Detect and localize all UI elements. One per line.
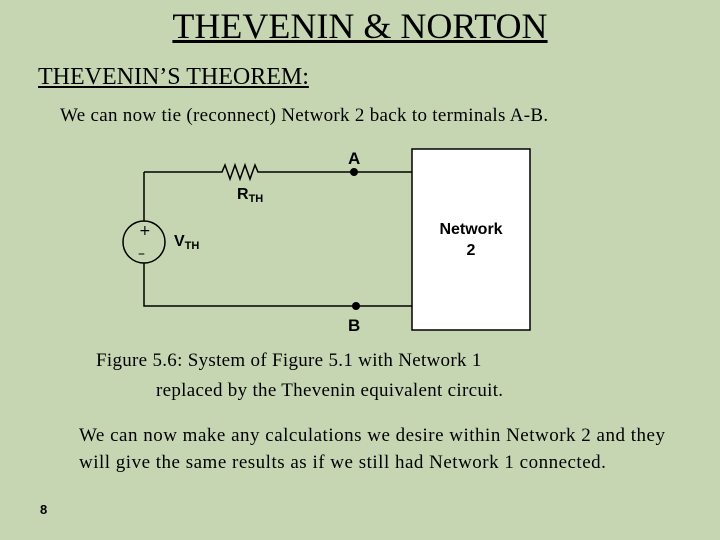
left-wire-lower bbox=[143, 263, 412, 307]
rth-sub: TH bbox=[249, 193, 264, 205]
slide-title: THEVENIN & NORTON bbox=[172, 6, 548, 46]
network-label-line2: 2 bbox=[467, 242, 476, 259]
terminal-a-dot bbox=[350, 168, 358, 176]
slide-subtitle: THEVENIN’S THEOREM: bbox=[38, 64, 309, 90]
page-number: 8 bbox=[40, 502, 48, 517]
network-2-box bbox=[411, 148, 531, 331]
figure-caption: Figure 5.6: System of Figure 5.1 with Ne… bbox=[96, 346, 636, 406]
figure-caption-line1: Figure 5.6: System of Figure 5.1 with Ne… bbox=[96, 350, 482, 371]
vth-main: V bbox=[174, 233, 185, 250]
vth-label: VTH bbox=[174, 233, 199, 252]
source-minus-sign: – bbox=[138, 246, 145, 262]
source-plus-sign: + bbox=[139, 223, 151, 239]
body-paragraph: We can now make any calculations we desi… bbox=[79, 425, 666, 473]
network-label-line1: Network bbox=[439, 221, 502, 238]
intro-paragraph: We can now tie (reconnect) Network 2 bac… bbox=[60, 105, 549, 126]
figure-caption-line2: replaced by the Thevenin equivalent circ… bbox=[156, 380, 504, 401]
rth-main: R bbox=[237, 186, 249, 203]
vth-sub: TH bbox=[185, 240, 200, 252]
top-wire bbox=[144, 162, 412, 182]
terminal-b-label: B bbox=[348, 316, 360, 335]
terminal-a-label: A bbox=[348, 149, 360, 168]
voltage-source-symbol bbox=[122, 220, 166, 264]
terminal-b-dot bbox=[352, 302, 360, 310]
rth-label: RTH bbox=[237, 186, 263, 205]
